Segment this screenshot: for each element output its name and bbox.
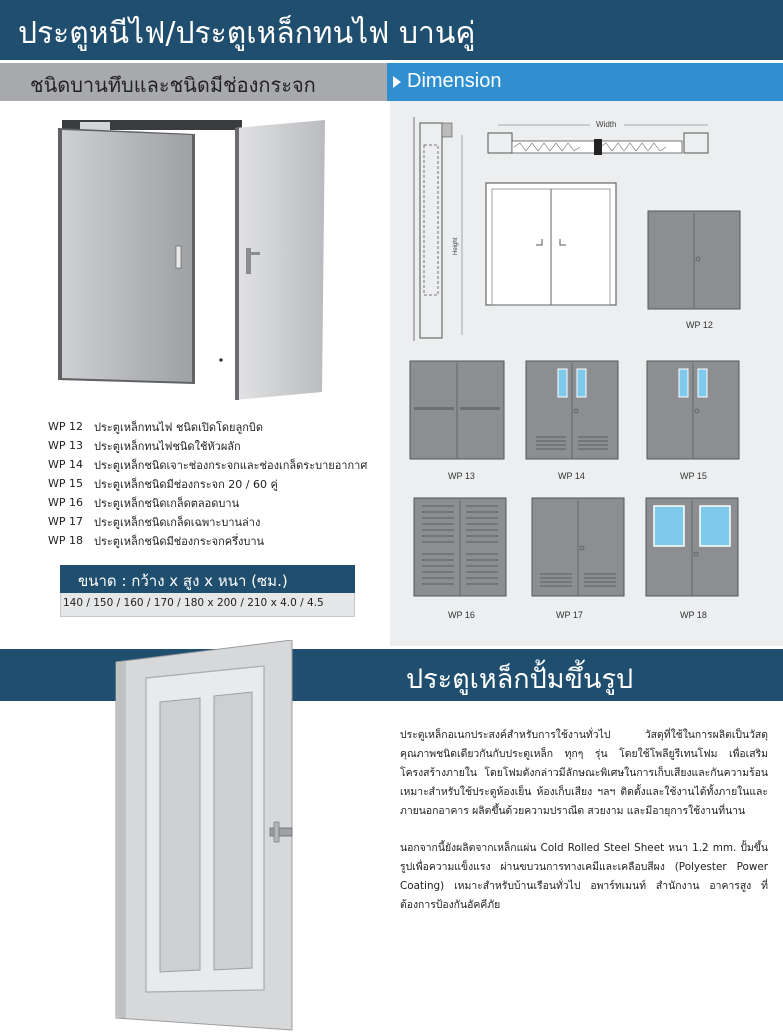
list-item: WP 14 ประตูเหล็กชนิดเจาะช่องกระจกและช่องเ…	[48, 455, 378, 474]
model-code: WP 14	[48, 458, 84, 471]
list-item: WP 17 ประตูเหล็กชนิดเกล็ดเฉพาะบานล่าง	[48, 512, 378, 531]
right-door-leaf	[235, 120, 325, 400]
door-label: WP 18	[680, 610, 707, 620]
door-label: WP 12	[686, 320, 713, 330]
size-values: 140 / 150 / 160 / 170 / 180 x 200 / 210 …	[63, 597, 324, 609]
front-elevation-drawing	[485, 182, 617, 306]
pressed-steel-door-photo	[115, 640, 293, 1031]
size-header: ขนาด : กว้าง x สูง x หนา (ซม.)	[60, 565, 355, 593]
double-door-photo	[58, 120, 325, 400]
dimension-header-text: Dimension	[407, 70, 502, 92]
model-code: WP 13	[48, 439, 84, 452]
width-label: Width	[596, 120, 616, 129]
height-label: Height	[453, 237, 459, 255]
arrow-icon	[393, 76, 401, 88]
model-desc: ประตูเหล็กทนไฟ ชนิดเปิดโดยลูกบิด	[94, 420, 263, 434]
model-code: WP 17	[48, 515, 84, 528]
list-item: WP 18 ประตูเหล็กชนิดมีช่องกระจกครึ่งบาน	[48, 531, 378, 550]
door-label: WP 13	[448, 471, 475, 481]
model-list: WP 12 ประตูเหล็กทนไฟ ชนิดเปิดโดยลูกบิด WP…	[48, 417, 378, 550]
door-wp13	[409, 360, 505, 460]
description-paragraph-2: นอกจากนี้ยังผลิตจากเหล็กแผ่น Cold Rolled…	[400, 842, 768, 911]
dimension-header: Dimension	[387, 63, 783, 101]
model-code: WP 16	[48, 496, 84, 509]
model-desc: ประตูเหล็กชนิดเกล็ดตลอดบาน	[94, 496, 240, 510]
model-code: WP 12	[48, 420, 84, 433]
model-desc: ประตูเหล็กชนิดมีช่องกระจก 20 / 60 คู่	[94, 477, 278, 491]
door-label: WP 15	[680, 471, 707, 481]
model-code: WP 18	[48, 534, 84, 547]
top-banner: ประตูหนีไฟ/ประตูเหล็กทนไฟ บานคู่	[0, 0, 783, 60]
description-paragraph-1: ประตูเหล็กอเนกประสงค์สำหรับการใช้งานทั่ว…	[400, 729, 768, 817]
door-wp16	[413, 497, 507, 597]
type-subheader: ชนิดบานทึบและชนิดมีช่องกระจก	[0, 63, 387, 101]
page-title: ประตูหนีไฟ/ประตูเหล็กทนไฟ บานคู่	[18, 16, 476, 51]
door-wp12	[647, 210, 741, 310]
description: ประตูเหล็กอเนกประสงค์สำหรับการใช้งานทั่ว…	[400, 726, 768, 933]
list-item: WP 12 ประตูเหล็กทนไฟ ชนิดเปิดโดยลูกบิด	[48, 417, 378, 436]
door-wp15	[646, 360, 740, 460]
door-label: WP 17	[556, 610, 583, 620]
door-label: WP 16	[448, 610, 475, 620]
size-values-box: 140 / 150 / 160 / 170 / 180 x 200 / 210 …	[60, 593, 355, 617]
list-item: WP 15 ประตูเหล็กชนิดมีช่องกระจก 20 / 60 ค…	[48, 474, 378, 493]
model-desc: ประตูเหล็กชนิดเกล็ดเฉพาะบานล่าง	[94, 515, 261, 529]
section2-title: ประตูเหล็กปั้มขึ้นรูป	[406, 664, 634, 695]
door-label: WP 14	[558, 471, 585, 481]
list-item: WP 13 ประตูเหล็กทนไฟชนิดใช้หัวผลัก	[48, 436, 378, 455]
type-subheader-text: ชนิดบานทึบและชนิดมีช่องกระจก	[30, 73, 316, 97]
model-code: WP 15	[48, 477, 84, 490]
left-door-leaf	[62, 130, 192, 382]
model-desc: ประตูเหล็กชนิดเจาะช่องกระจกและช่องเกล็ดร…	[94, 458, 368, 472]
vertical-section-drawing: Height	[413, 117, 463, 341]
door-closer	[80, 122, 110, 130]
dimension-panel: Height Width WP 12 WP 13	[390, 101, 783, 646]
door-wp14	[525, 360, 619, 460]
model-desc: ประตูเหล็กทนไฟชนิดใช้หัวผลัก	[94, 439, 241, 453]
door-wp17	[531, 497, 625, 597]
door-wp18	[645, 497, 739, 597]
model-desc: ประตูเหล็กชนิดมีช่องกระจกครึ่งบาน	[94, 534, 265, 548]
list-item: WP 16 ประตูเหล็กชนิดเกล็ดตลอดบาน	[48, 493, 378, 512]
size-label: ขนาด : กว้าง x สูง x หนา (ซม.)	[78, 572, 288, 590]
horizontal-section-drawing: Width	[487, 120, 709, 155]
